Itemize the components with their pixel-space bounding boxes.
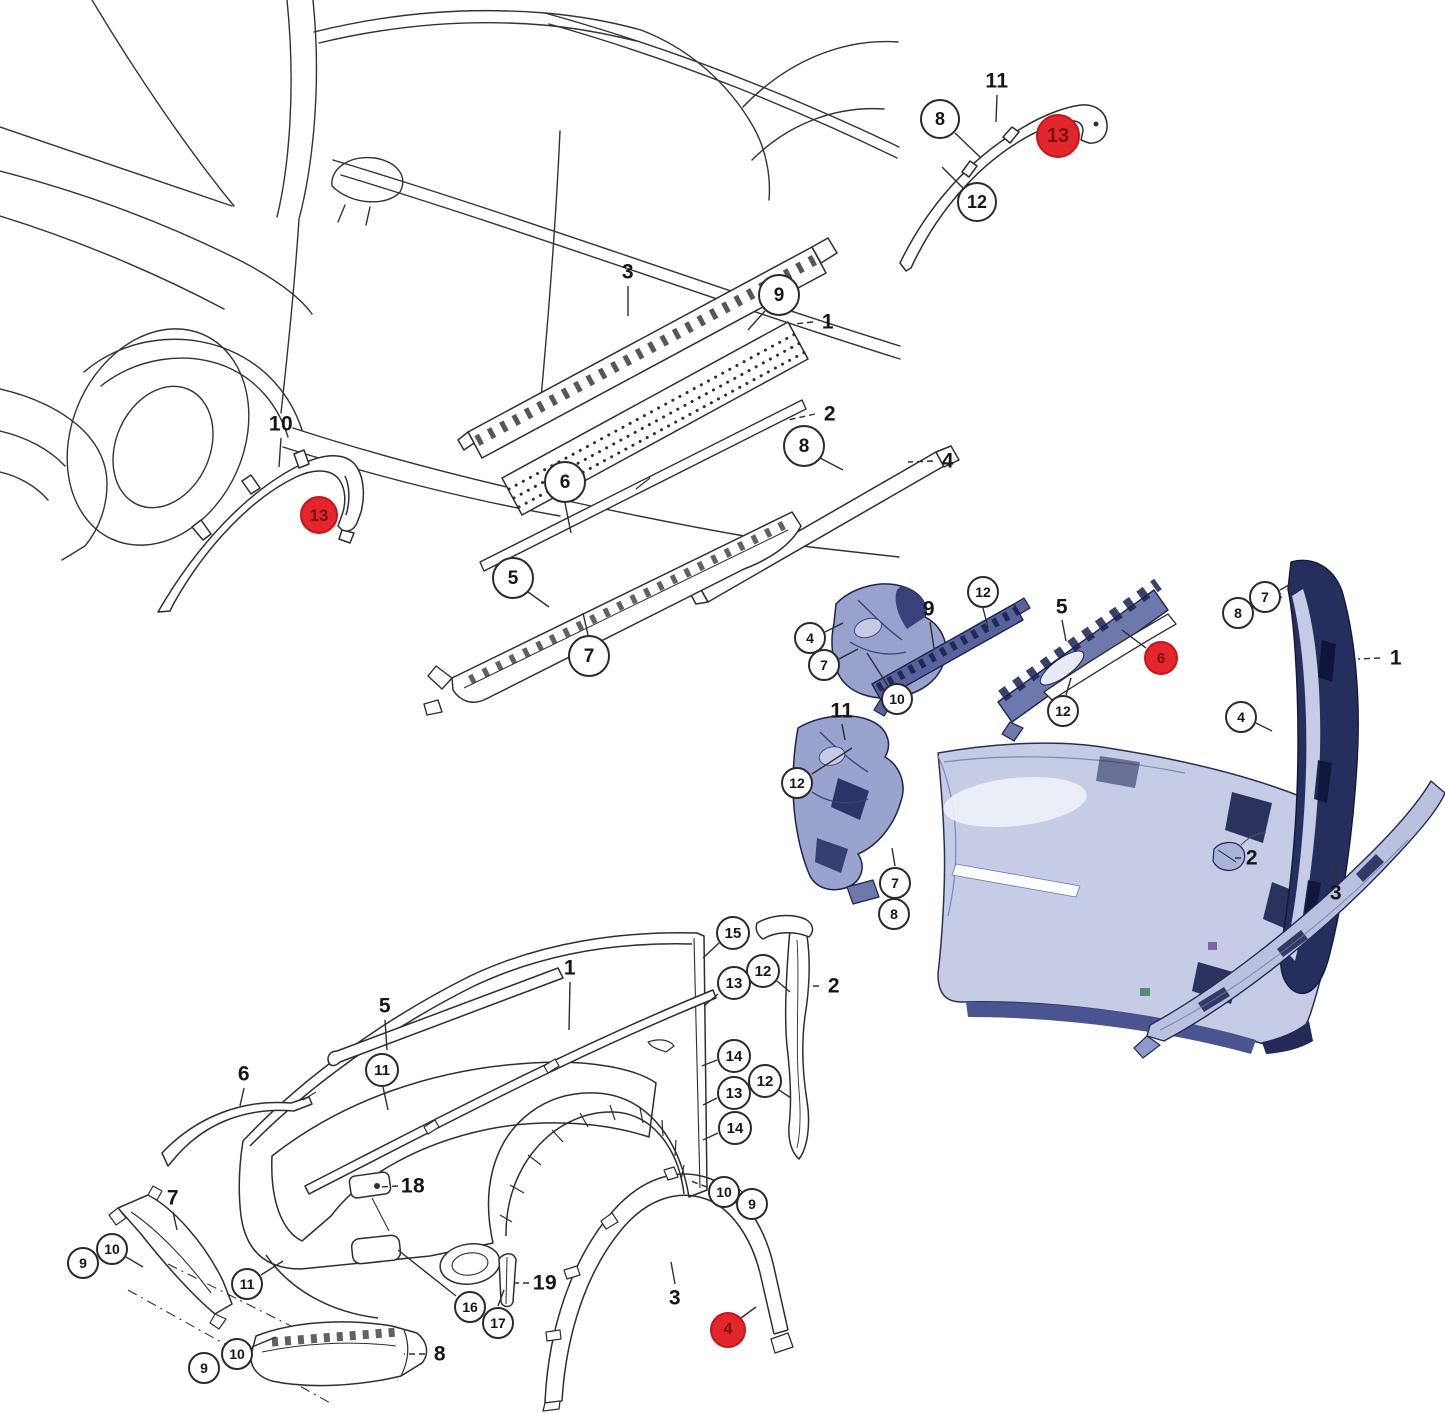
callout-fender-11-35[interactable]: 11 [365, 1053, 399, 1087]
callout-rear-bumper-7-24[interactable]: 7 [1249, 581, 1281, 613]
callout-car-arch-10-0[interactable]: 10 [268, 412, 294, 436]
callout-rear-bumper-5-20[interactable]: 5 [1055, 595, 1069, 619]
callout-rear-bumper-12-28[interactable]: 12 [781, 767, 813, 799]
callout-fender-10-45[interactable]: 10 [221, 1338, 253, 1370]
callout-rear-bumper-12-22[interactable]: 12 [1047, 695, 1079, 727]
callout-fender-19-44[interactable]: 19 [532, 1271, 558, 1295]
callout-fender-12-51[interactable]: 12 [746, 954, 780, 988]
callout-fender-2-53[interactable]: 2 [827, 974, 841, 998]
callout-fender-3-48[interactable]: 3 [668, 1286, 682, 1310]
callout-fender-17-43[interactable]: 17 [482, 1307, 514, 1339]
callout-fender-13-52[interactable]: 13 [717, 966, 751, 1000]
callout-rear-arch-11-2[interactable]: 11 [985, 69, 1009, 93]
callout-rear-bumper-10-17[interactable]: 10 [881, 683, 913, 715]
callout-rocker-2-9[interactable]: 2 [823, 402, 837, 426]
callout-rear-bumper-4-26[interactable]: 4 [1225, 701, 1257, 733]
callout-rear-arch-13-4[interactable]: 13 [1036, 114, 1080, 158]
callout-rear-bumper-7-29[interactable]: 7 [879, 867, 911, 899]
callout-fender-8-47[interactable]: 8 [433, 1342, 447, 1366]
callout-rear-bumper-6-21[interactable]: 6 [1144, 641, 1178, 675]
callout-rear-bumper-2-31[interactable]: 2 [1245, 846, 1259, 870]
callout-rocker-7-14[interactable]: 7 [568, 635, 610, 677]
callout-rear-bumper-9-18[interactable]: 9 [922, 597, 936, 621]
callout-rocker-3-6[interactable]: 3 [621, 260, 635, 284]
callout-rear-arch-8-3[interactable]: 8 [920, 99, 960, 139]
callout-rear-bumper-11-27[interactable]: 11 [830, 699, 854, 723]
callout-fender-12-55[interactable]: 12 [748, 1064, 782, 1098]
callout-rocker-1-8[interactable]: 1 [821, 310, 835, 334]
callout-rear-bumper-1-25[interactable]: 1 [1389, 646, 1403, 670]
callout-rear-arch-12-5[interactable]: 12 [957, 182, 997, 222]
callout-fender-9-39[interactable]: 9 [67, 1247, 99, 1279]
callout-fender-6-36[interactable]: 6 [237, 1062, 251, 1086]
callout-fender-10-38[interactable]: 10 [96, 1233, 128, 1265]
callout-rocker-5-13[interactable]: 5 [492, 557, 534, 599]
callout-fender-4-49[interactable]: 4 [710, 1312, 746, 1348]
callout-rear-bumper-12-19[interactable]: 12 [967, 576, 999, 608]
callout-fender-9-59[interactable]: 9 [736, 1188, 768, 1220]
callout-rear-bumper-7-16[interactable]: 7 [808, 649, 840, 681]
callout-fender-11-41[interactable]: 11 [231, 1268, 263, 1300]
callout-rocker-4-11[interactable]: 4 [941, 449, 955, 473]
callout-fender-14-54[interactable]: 14 [717, 1039, 751, 1073]
callout-fender-15-50[interactable]: 15 [716, 916, 750, 950]
callout-car-arch-13-1[interactable]: 13 [300, 496, 338, 534]
callout-fender-7-37[interactable]: 7 [166, 1186, 180, 1210]
callout-fender-9-46[interactable]: 9 [188, 1352, 220, 1384]
callout-rear-bumper-8-23[interactable]: 8 [1222, 597, 1254, 629]
callout-rocker-6-12[interactable]: 6 [544, 461, 586, 503]
callout-fender-14-57[interactable]: 14 [718, 1111, 752, 1145]
callout-fender-16-42[interactable]: 16 [454, 1291, 486, 1323]
callout-rear-bumper-8-30[interactable]: 8 [878, 898, 910, 930]
callout-fender-5-34[interactable]: 5 [378, 994, 392, 1018]
callout-fender-13-56[interactable]: 13 [717, 1076, 751, 1110]
callout-rear-bumper-3-32[interactable]: 3 [1329, 881, 1343, 905]
callout-fender-1-33[interactable]: 1 [563, 956, 577, 980]
callout-fender-18-40[interactable]: 18 [400, 1174, 426, 1198]
callout-rocker-9-7[interactable]: 9 [758, 274, 800, 316]
callout-rocker-8-10[interactable]: 8 [783, 425, 825, 467]
